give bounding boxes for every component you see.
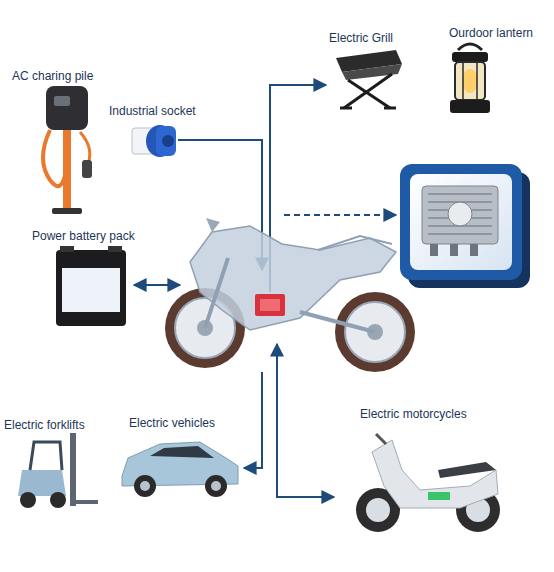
- flow-arrows: [244, 372, 262, 468]
- grill-illustration: [342, 64, 402, 80]
- grill-illustration: [344, 74, 392, 108]
- forklift-illustration: [20, 492, 36, 508]
- scooter-illustration: [366, 498, 390, 522]
- charging-pile-illustration: [52, 208, 82, 214]
- motorcycle-illustration: [165, 218, 415, 372]
- car-illustration: [211, 481, 221, 491]
- item-label: AC charing pile: [10, 68, 95, 84]
- car-illustration: [205, 475, 227, 497]
- grill-illustration: [340, 107, 352, 110]
- motorcycle-illustration: [190, 226, 396, 330]
- forklift-illustration: [50, 492, 66, 508]
- forklift-illustration: [18, 432, 98, 508]
- charger-panel: [448, 202, 472, 226]
- motorcycle-illustration: [205, 258, 228, 328]
- flow-arrows: [277, 344, 334, 497]
- labelled-item: AC charing pile: [10, 68, 95, 84]
- socket-illustration: [132, 125, 176, 157]
- battery-illustration: [56, 250, 126, 326]
- motorcycle-illustration: [255, 294, 285, 316]
- labelled-item: Electric motorcycles: [358, 406, 469, 422]
- item-label: Power battery pack: [30, 228, 137, 244]
- charging-pile-illustration: [54, 96, 70, 106]
- charging-pile-illustration: [43, 130, 66, 186]
- lantern-illustration: [450, 44, 490, 113]
- charging-pile-illustration: [43, 86, 92, 214]
- lantern-illustration: [462, 69, 478, 93]
- item-label: Ourdoor lantern: [447, 25, 535, 41]
- grill-illustration: [348, 80, 390, 108]
- labelled-item: Ourdoor lantern: [447, 25, 535, 41]
- scooter-illustration: [376, 434, 386, 444]
- battery-illustration: [56, 246, 126, 326]
- motorcycle-illustration: [300, 312, 375, 332]
- scooter-illustration: [428, 492, 450, 500]
- charger-panel: [400, 164, 522, 280]
- grill-illustration: [336, 50, 402, 108]
- charging-pile-illustration: [82, 160, 92, 178]
- scooter-illustration: [356, 434, 500, 532]
- flow-arrows: [284, 214, 396, 216]
- scooter-illustration: [438, 462, 496, 478]
- motorcycle-illustration: [206, 218, 220, 232]
- battery-illustration: [62, 268, 120, 312]
- charger-panel: [428, 194, 492, 234]
- item-label: Industrial socket: [107, 103, 198, 119]
- charger-panel: [428, 233, 492, 235]
- lantern-illustration: [455, 62, 485, 100]
- labelled-item: Electric Grill: [327, 30, 395, 46]
- forklift-illustration: [30, 442, 62, 470]
- battery-illustration: [108, 246, 122, 252]
- charger-panel: [430, 244, 438, 256]
- flow-arrows: [134, 284, 180, 286]
- motorcycle-illustration: [318, 236, 392, 250]
- lantern-illustration: [476, 62, 478, 100]
- car-illustration: [122, 442, 238, 497]
- item-label: Electric vehicles: [127, 415, 217, 431]
- lantern-illustration: [450, 100, 490, 113]
- charger-panel: [422, 186, 498, 244]
- charging-pile-illustration: [46, 86, 88, 130]
- flow-arrows: [134, 85, 396, 497]
- lantern-illustration: [458, 44, 482, 50]
- forklift-illustration: [70, 432, 76, 506]
- labelled-item: Power battery pack: [30, 228, 137, 244]
- battery-illustration: [60, 246, 74, 252]
- labelled-item: Industrial socket: [107, 103, 198, 119]
- item-label: Electric forklifts: [2, 417, 87, 433]
- item-label: Electric Grill: [327, 30, 395, 46]
- car-illustration: [140, 481, 150, 491]
- charger-panel: [400, 164, 530, 288]
- lantern-illustration: [462, 62, 464, 100]
- charger-panel: [470, 244, 478, 256]
- car-illustration: [150, 446, 214, 458]
- socket-illustration: [156, 126, 176, 156]
- charger-panel: [428, 193, 492, 195]
- charger-panel: [450, 244, 458, 256]
- lantern-illustration: [452, 52, 488, 62]
- socket-illustration: [162, 135, 174, 147]
- car-illustration: [134, 475, 156, 497]
- motorcycle-illustration: [260, 299, 280, 311]
- forklift-illustration: [76, 500, 98, 504]
- grill-illustration: [384, 107, 396, 110]
- item-label: Electric motorcycles: [358, 406, 469, 422]
- labelled-item: Electric vehicles: [127, 415, 217, 431]
- scooter-illustration: [372, 440, 498, 508]
- charger-panel: [410, 174, 512, 270]
- labelled-item: Electric forklifts: [2, 417, 87, 433]
